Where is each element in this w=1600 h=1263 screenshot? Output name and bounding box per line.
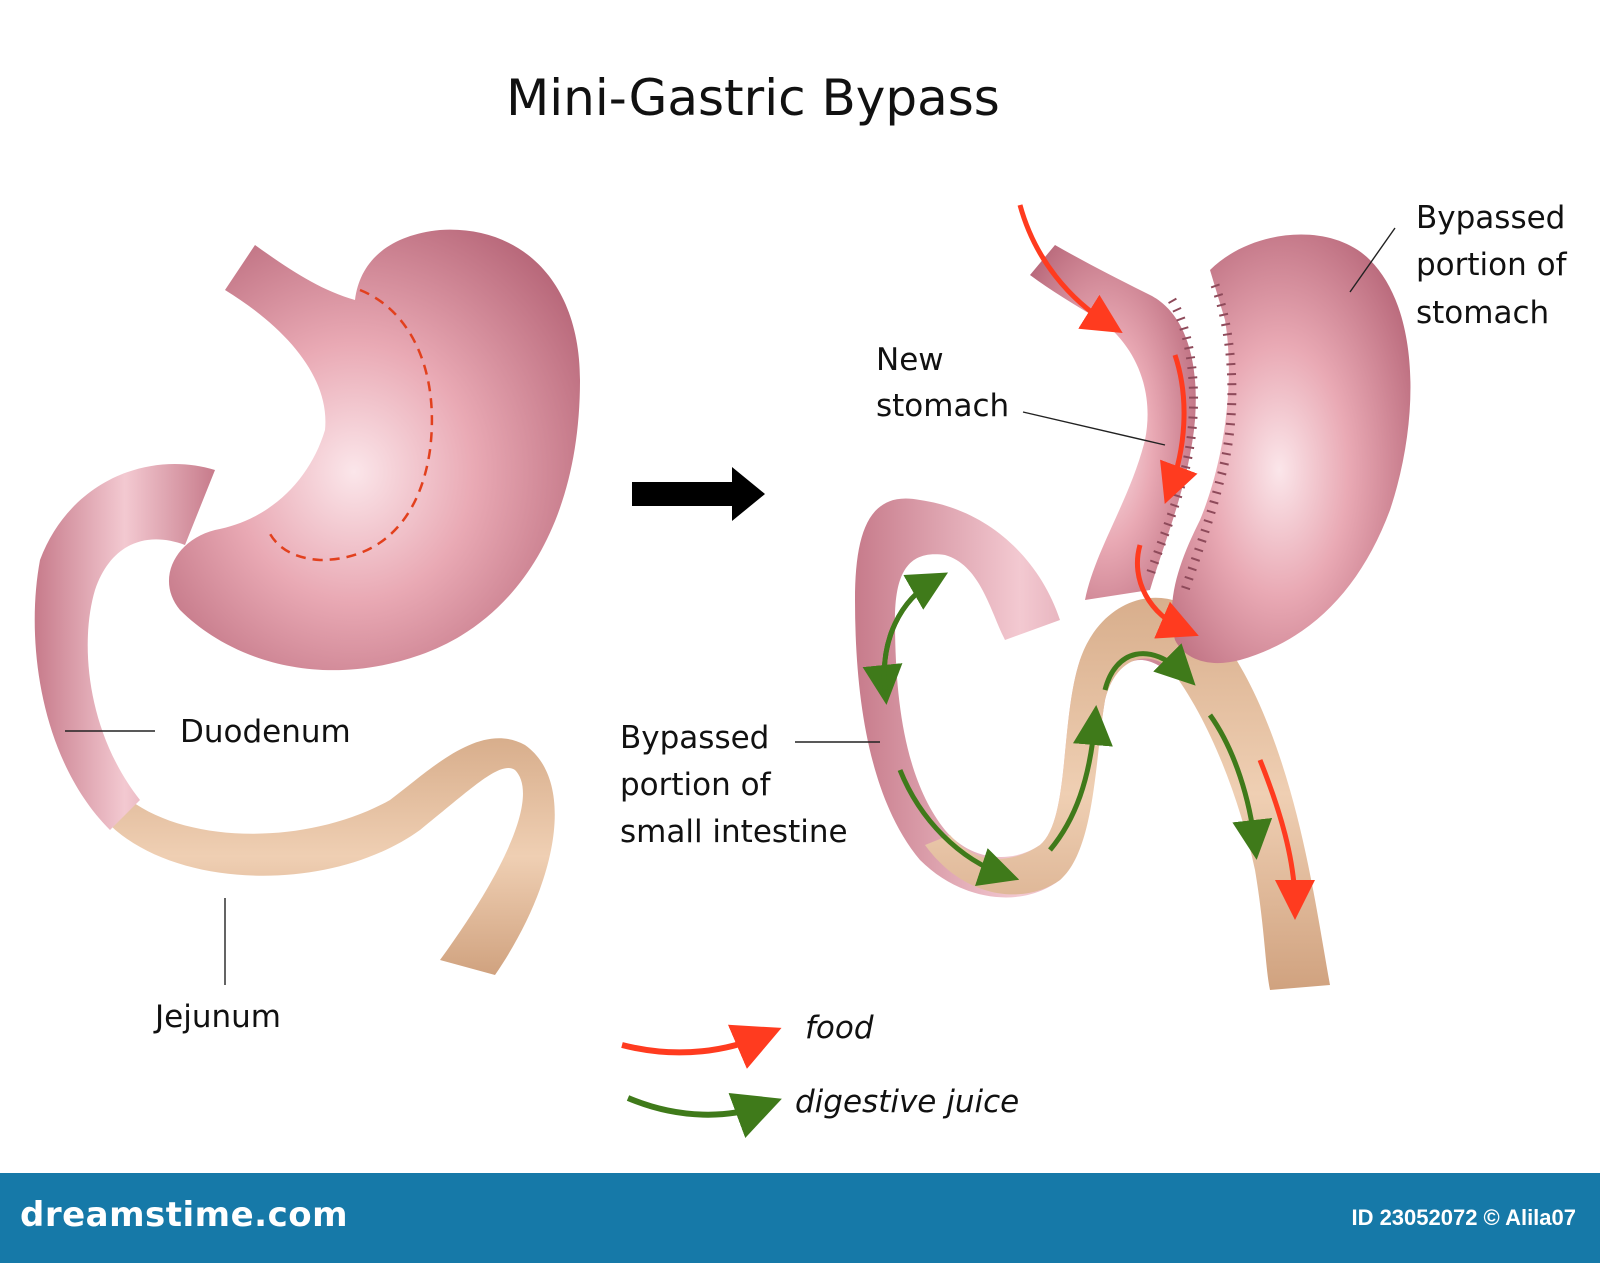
label-jejunum: Jejunum bbox=[153, 999, 281, 1035]
footer-image-id: ID 23052072 © Alila07 bbox=[1351, 1205, 1576, 1230]
normal-anatomy bbox=[34, 229, 580, 985]
stomach-shape bbox=[168, 229, 580, 671]
footer-logo[interactable]: dreamstime.com bbox=[20, 1195, 349, 1235]
transition-arrow-icon bbox=[632, 467, 765, 521]
duodenum-shape bbox=[34, 464, 215, 830]
new-stomach-shape bbox=[1030, 245, 1196, 600]
bypassed-stomach-shape bbox=[1171, 234, 1411, 664]
legend: food digestive juice bbox=[621, 1010, 1019, 1138]
legend-food-arrow-icon bbox=[621, 1024, 782, 1069]
footer-bar: dreamstime.com ID 23052072 © Alila07 bbox=[0, 1173, 1600, 1263]
label-bypassed-stomach-1: Bypassed bbox=[1416, 200, 1565, 236]
bypassed-intestine-shape bbox=[855, 498, 1185, 898]
legend-food-label: food bbox=[805, 1010, 874, 1046]
label-bypassed-intestine-3: small intestine bbox=[620, 814, 848, 850]
label-bypassed-stomach-2: portion of bbox=[1416, 247, 1568, 283]
food-arrow-1 bbox=[1017, 204, 1123, 333]
label-bypassed-intestine-1: Bypassed bbox=[620, 720, 769, 756]
juice-arrow-2 bbox=[897, 769, 1020, 887]
cut-line bbox=[266, 288, 434, 562]
food-arrow-3 bbox=[1134, 544, 1199, 639]
legend-juice-arrow-icon bbox=[626, 1092, 782, 1138]
label-new-stomach-1: New bbox=[876, 342, 944, 378]
jejunum-loop-shape bbox=[925, 597, 1330, 990]
food-arrow-2 bbox=[1160, 354, 1198, 505]
juice-arrow-3 bbox=[1048, 705, 1113, 852]
label-new-stomach-2: stomach bbox=[876, 388, 1009, 424]
label-duodenum: Duodenum bbox=[180, 714, 351, 750]
label-bypassed-intestine-2: portion of bbox=[620, 767, 772, 803]
staple-line-new bbox=[1145, 297, 1199, 577]
legend-juice-label: digestive juice bbox=[795, 1084, 1019, 1120]
food-arrow-4 bbox=[1257, 759, 1315, 920]
jejunum-shape bbox=[105, 738, 555, 975]
juice-arrow-1b bbox=[881, 572, 949, 691]
label-bypassed-stomach-3: stomach bbox=[1416, 295, 1549, 331]
bypassed-stomach-leader bbox=[1349, 227, 1396, 293]
juice-arrow-4 bbox=[1102, 643, 1196, 691]
new-stomach-leader bbox=[1022, 411, 1166, 446]
bypass-anatomy bbox=[795, 204, 1411, 990]
diagram-title: Mini-Gastric Bypass bbox=[506, 69, 1000, 127]
staple-line-bypassed bbox=[1180, 283, 1237, 592]
juice-arrow-5 bbox=[1207, 713, 1273, 860]
